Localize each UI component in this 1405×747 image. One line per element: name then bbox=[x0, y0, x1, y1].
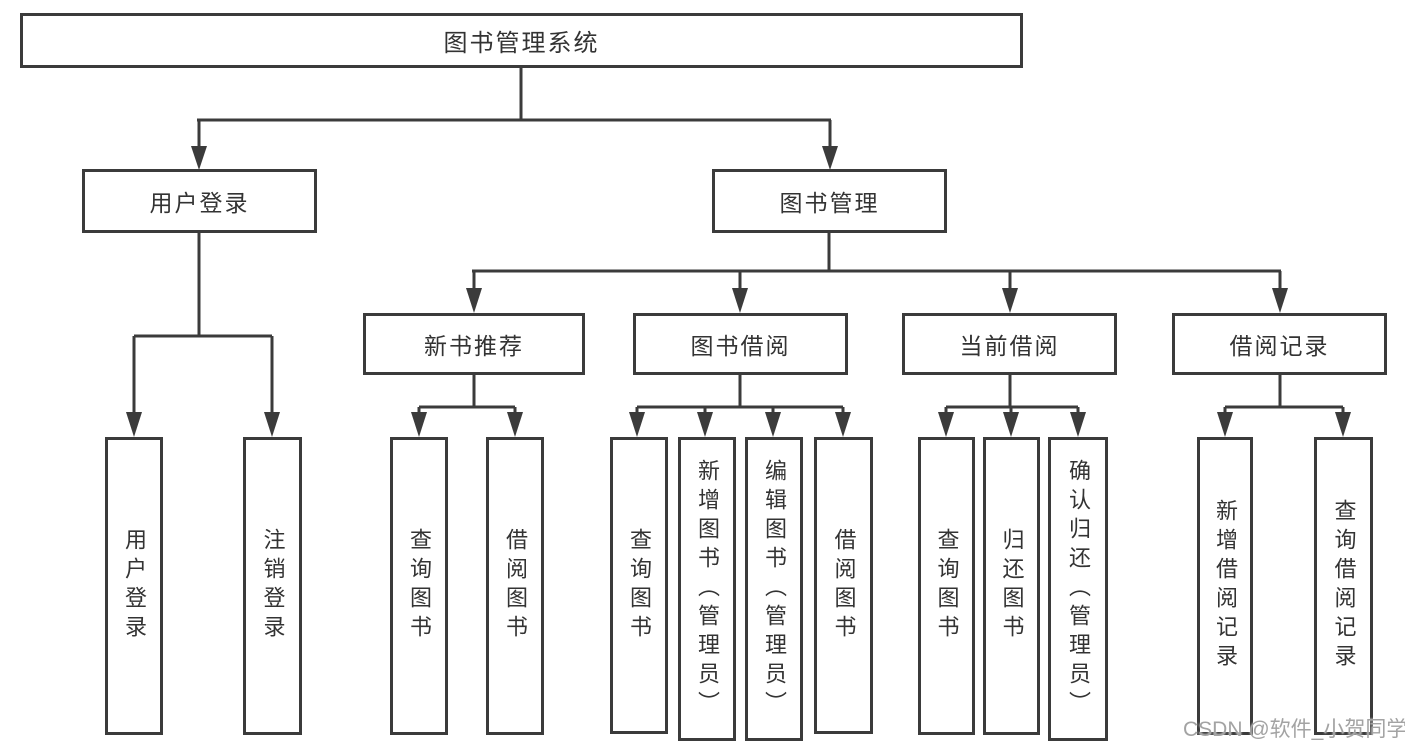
node-bb-borrow-book: 借阅图书 bbox=[814, 437, 873, 734]
node-user-login-action: 用户登录 bbox=[105, 437, 163, 735]
csdn-watermark: CSDN @软件_小贺同学 bbox=[1183, 718, 1405, 741]
node-label: 借阅图书 bbox=[503, 528, 528, 644]
node-label: 查询借阅记录 bbox=[1331, 499, 1357, 673]
node-user-login-group: 用户登录 bbox=[82, 169, 317, 233]
node-cb-confirm-return-admin: 确认归还（管理员） bbox=[1048, 437, 1108, 741]
node-br-query-record: 查询借阅记录 bbox=[1314, 437, 1373, 735]
edge-user-login-to-children bbox=[126, 233, 280, 437]
node-label: 编辑图书（管理员） bbox=[762, 458, 787, 720]
node-current-borrowing: 当前借阅 bbox=[902, 313, 1117, 375]
node-nbr-query-book: 查询图书 bbox=[390, 437, 448, 735]
edge-book-borrow-to-children bbox=[629, 375, 851, 437]
node-new-book-recommendation: 新书推荐 bbox=[363, 313, 585, 375]
node-br-add-record: 新增借阅记录 bbox=[1197, 437, 1253, 735]
node-label: 查询图书 bbox=[407, 528, 432, 644]
node-label: 借阅图书 bbox=[831, 527, 857, 644]
node-bb-edit-book-admin: 编辑图书（管理员） bbox=[745, 437, 803, 741]
node-label: 查询图书 bbox=[934, 528, 960, 644]
node-label: 用户登录 bbox=[122, 528, 147, 644]
edge-book-mgmt-to-level3 bbox=[466, 233, 1288, 313]
node-cb-query-book: 查询图书 bbox=[918, 437, 975, 735]
node-cb-return-book: 归还图书 bbox=[983, 437, 1040, 735]
node-label: 确认归还（管理员） bbox=[1066, 458, 1091, 720]
edge-borrow-record-to-children bbox=[1217, 375, 1351, 437]
node-nbr-borrow-book: 借阅图书 bbox=[486, 437, 544, 735]
node-label: 注销登录 bbox=[260, 528, 286, 644]
node-label: 归还图书 bbox=[999, 528, 1025, 644]
edge-new-book-rec-to-children bbox=[411, 374, 523, 437]
edge-current-borrow-to-children bbox=[938, 375, 1086, 437]
node-borrowing-records: 借阅记录 bbox=[1172, 313, 1387, 375]
node-bb-add-book-admin: 新增图书（管理员） bbox=[678, 437, 736, 741]
node-book-borrowing: 图书借阅 bbox=[633, 313, 848, 375]
node-logout-action: 注销登录 bbox=[243, 437, 302, 735]
edge-root-to-level2 bbox=[191, 68, 838, 170]
node-label: 新增图书（管理员） bbox=[695, 458, 720, 720]
node-label: 查询图书 bbox=[627, 527, 652, 644]
node-label: 新增借阅记录 bbox=[1213, 499, 1238, 673]
node-library-management-system: 图书管理系统 bbox=[20, 13, 1023, 68]
node-book-management: 图书管理 bbox=[712, 169, 947, 233]
node-bb-query-book: 查询图书 bbox=[610, 437, 668, 734]
